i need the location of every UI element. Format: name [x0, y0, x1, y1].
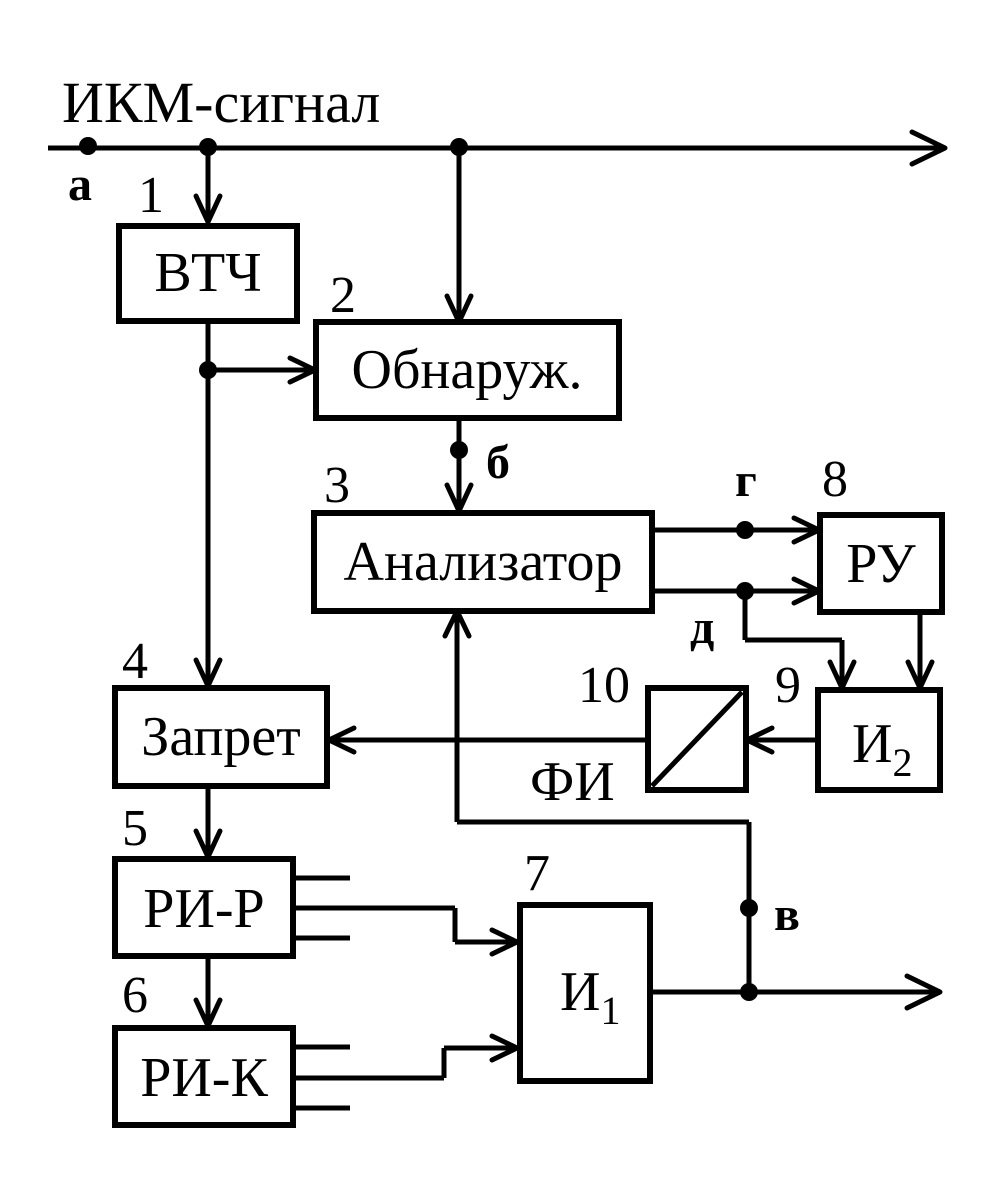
- point-a-label: а: [68, 158, 92, 211]
- analizator-outputs: [652, 515, 857, 691]
- arrow-to-obnaruzh: [444, 148, 474, 325]
- block-6-number: 6: [122, 967, 148, 1024]
- arrow-zapret-to-rir: [193, 786, 223, 860]
- block-analizator-label: Анализатор: [344, 531, 623, 593]
- input-line: [48, 129, 948, 167]
- block-7-number: 7: [524, 845, 550, 902]
- block-ru: [817, 512, 945, 615]
- block-analizator: [311, 510, 655, 614]
- arrow-rir-to-rik: [193, 956, 223, 1029]
- arrow-i2-to-fi: [744, 725, 818, 755]
- point-b-dot: [450, 441, 468, 459]
- block-obnaruzh-label: Обнаруж.: [352, 339, 583, 401]
- block-ri-k-label: РИ-К: [140, 1047, 268, 1109]
- block-4-number: 4: [122, 633, 148, 690]
- block-zapret: [112, 685, 330, 789]
- block-fi-label: ФИ: [530, 751, 615, 813]
- point-v-label: в: [774, 888, 800, 941]
- arrow-obnaruzh-to-analizator: [444, 418, 474, 514]
- arrow-ru-to-i2: [905, 612, 935, 691]
- junction-dot: [740, 983, 758, 1001]
- block-i1-label: И1: [560, 961, 620, 1033]
- point-g-label: г: [735, 454, 757, 507]
- point-v-dot: [740, 899, 758, 917]
- block-vtch-label: ВТЧ: [154, 242, 261, 304]
- arrow-to-vtch: [193, 148, 223, 225]
- block-ri-r: [112, 856, 296, 959]
- junction-dot: [450, 138, 468, 156]
- point-d-dot: [736, 582, 754, 600]
- block-i1: [517, 902, 653, 1084]
- block-5-number: 5: [122, 800, 148, 857]
- ri-r-outputs: [293, 875, 520, 957]
- i1-output-line: [650, 973, 943, 1011]
- block-8-number: 8: [822, 451, 848, 508]
- block-ru-label: РУ: [846, 533, 916, 595]
- junction-dot: [199, 138, 217, 156]
- block-1-number: 1: [138, 167, 164, 224]
- point-d-label: д: [690, 601, 714, 654]
- block-ri-r-label: РИ-Р: [143, 878, 264, 940]
- arrow-fi-to-zapret: [326, 725, 648, 755]
- signal-label: ИКМ-сигнал: [62, 70, 380, 135]
- fi-diagonal: [650, 690, 744, 788]
- junction-dot: [199, 361, 217, 379]
- block-2-number: 2: [330, 267, 356, 324]
- point-b-label: б: [486, 436, 510, 489]
- point-g-dot: [736, 521, 754, 539]
- point-a-dot: [79, 137, 97, 155]
- block-3-number: 3: [324, 457, 350, 514]
- block-zapret-label: Запрет: [141, 706, 300, 768]
- block-10-number: 10: [578, 657, 630, 714]
- block-i2-label: И2: [852, 713, 912, 785]
- ri-k-outputs: [293, 1033, 520, 1111]
- block-vtch: [116, 223, 300, 324]
- block-9-number: 9: [775, 657, 801, 714]
